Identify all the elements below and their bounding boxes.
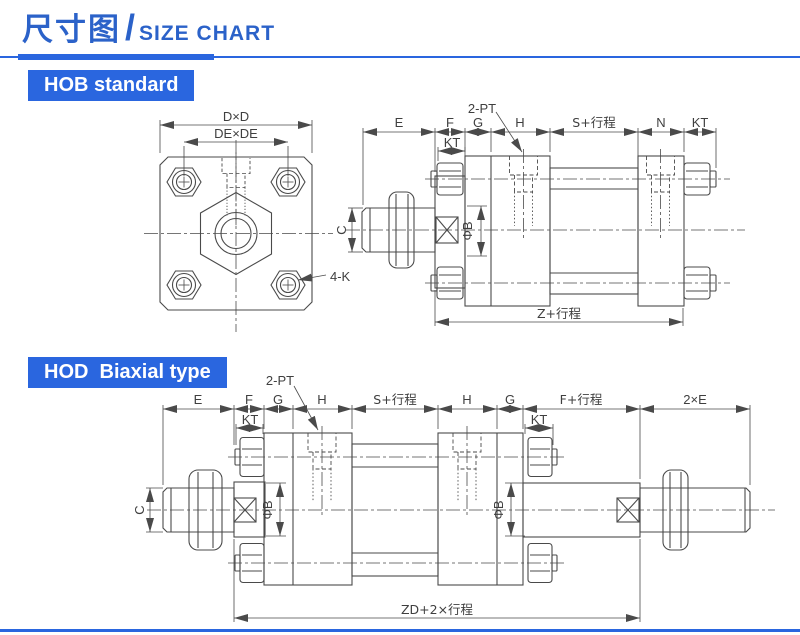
hod-side-view: E F G H S+行程 H G F+行程 2×E KT KT 2-PT xyxy=(132,373,775,622)
title-chinese: 尺寸图 xyxy=(22,12,121,47)
hob-dim-dexde: DE×DE xyxy=(214,126,258,141)
section-label-hod: HOD Biaxial type xyxy=(28,357,227,388)
hod-dim-b-right: ΦB xyxy=(491,500,506,519)
hod-dim-kt-left: KT xyxy=(242,412,259,427)
hob-dim-n: N xyxy=(656,115,665,130)
hob-dim-g: G xyxy=(473,115,483,130)
hob-side-view: E F G H S+行程 N KT KT 2-PT C ΦB xyxy=(334,101,745,326)
title-slash: / xyxy=(125,7,136,48)
hod-dim-f-stroke: F+行程 xyxy=(560,392,603,407)
bottom-rule xyxy=(0,629,800,632)
title-english: SIZE CHART xyxy=(139,22,276,45)
hob-dim-kt: KT xyxy=(444,135,461,150)
hod-dim-h2: H xyxy=(462,392,471,407)
hob-dim-e: E xyxy=(395,115,404,130)
hob-drawing: D×D DE×DE 4-K xyxy=(144,101,745,332)
hod-dim-2e: 2×E xyxy=(683,392,707,407)
hob-dim-z: Z+行程 xyxy=(537,306,582,321)
hod-dim-h1: H xyxy=(317,392,326,407)
hod-dim-f: F xyxy=(245,392,253,407)
page-header: 尺寸图 / SIZE CHART xyxy=(22,4,275,49)
hod-callout-2pt: 2-PT xyxy=(266,373,294,388)
hob-callout-4k: 4-K xyxy=(330,269,351,284)
hob-front-view: D×D DE×DE 4-K xyxy=(144,109,351,332)
hod-dim-g2: G xyxy=(505,392,515,407)
hob-dim-c: C xyxy=(334,225,349,234)
hob-dim-kt-end: KT xyxy=(692,115,709,130)
hod-dim-b-left: ΦB xyxy=(260,500,275,519)
hod-dim-zd: ZD+2×行程 xyxy=(401,602,474,617)
hod-dim-g1: G xyxy=(273,392,283,407)
hob-dim-b: ΦB xyxy=(460,221,475,240)
section-label-hob: HOB standard xyxy=(28,70,195,101)
hod-dim-c: C xyxy=(132,505,147,514)
hod-dim-kt-right: KT xyxy=(531,412,548,427)
hob-dim-f: F xyxy=(446,115,454,130)
header-rule xyxy=(0,56,800,58)
hob-dim-s-stroke: S+行程 xyxy=(572,115,616,130)
hod-drawing: E F G H S+行程 H G F+行程 2×E KT KT 2-PT xyxy=(132,373,775,622)
hod-dim-s-stroke: S+行程 xyxy=(373,392,417,407)
hob-callout-2pt: 2-PT xyxy=(468,101,496,116)
hob-dim-dxd: D×D xyxy=(223,109,249,124)
hod-dim-e: E xyxy=(194,392,203,407)
hob-dim-h: H xyxy=(515,115,524,130)
header-rule-accent xyxy=(18,54,214,60)
